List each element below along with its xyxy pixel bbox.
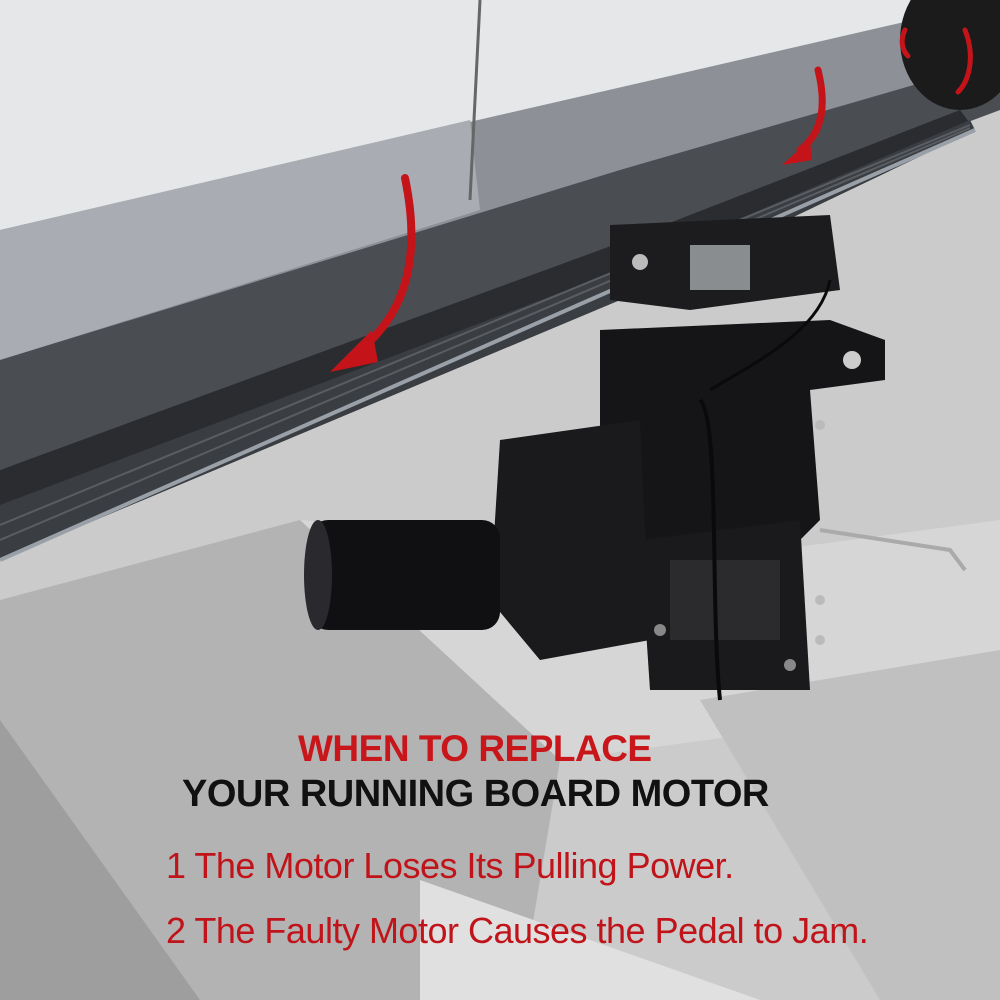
door-seam [468,0,482,201]
bg-shape [420,880,760,1000]
car-door [0,120,480,360]
car-sill [0,60,1000,470]
arrow-head-icon [330,330,378,372]
running-board-motor [304,215,967,701]
down-arrow-icon [356,174,416,354]
bg-shape [0,720,200,1000]
running-board-edge [0,128,976,562]
arrow-head-icon [782,140,812,165]
tire [900,0,1000,110]
heading-running-board-motor: YOUR RUNNING BOARD MOTOR [182,773,769,815]
reason-item: 2 The Faulty Motor Causes the Pedal to J… [166,910,869,951]
heading-when-to-replace: WHEN TO REPLACE [298,728,652,769]
reason-item: 1 The Motor Loses Its Pulling Power. [166,845,734,886]
curved-arrow-icon [899,27,973,95]
bg-shape [700,650,1000,1000]
